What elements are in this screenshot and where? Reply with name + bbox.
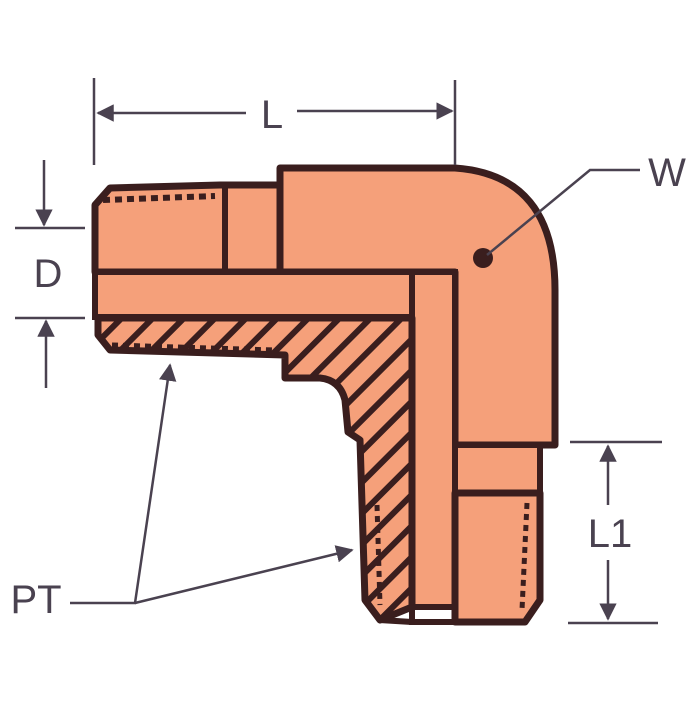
dimension-pt: PT [10,363,354,622]
label-w: W [648,151,686,195]
label-pt: PT [10,578,61,622]
label-l: L [261,93,283,137]
label-d: D [34,252,63,296]
dimension-d: D [15,160,85,388]
elbow-body [91,164,559,626]
dimension-l1: L1 [568,440,662,625]
dimension-w: W [486,151,686,256]
dimension-l: L [92,78,457,165]
label-l1: L1 [588,512,633,556]
